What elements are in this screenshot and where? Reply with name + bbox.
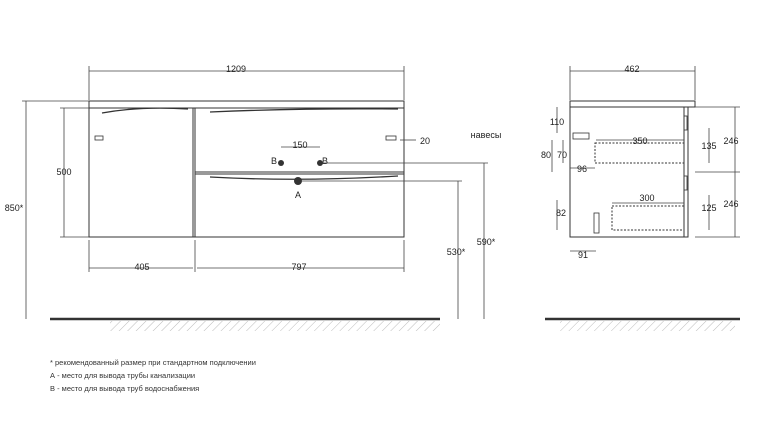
handle-bottom-drawer [209, 175, 399, 180]
dim-125: 125 [701, 203, 716, 213]
front-view [88, 100, 405, 238]
handle-left [101, 107, 189, 114]
label-a: A [295, 190, 301, 200]
dim-246-top: 246 [723, 136, 738, 146]
pipe-point-a [294, 177, 302, 185]
side-countertop [569, 100, 696, 108]
dim-530: 530* [447, 247, 466, 257]
note-a: А - место для вывода трубы канализации [50, 371, 196, 380]
dim-70: 70 [557, 150, 567, 160]
side-body [569, 106, 689, 238]
side-dimensions [551, 66, 740, 252]
dim-590: 590* [477, 237, 496, 247]
front-dimensions [22, 66, 488, 319]
pipe-points [278, 160, 323, 185]
dim-462: 462 [624, 64, 639, 74]
dim-246-bottom: 246 [723, 199, 738, 209]
dim-91: 91 [578, 250, 588, 260]
dim-80: 80 [541, 150, 551, 160]
side-view [569, 100, 696, 238]
notes: * рекомендованный размер при стандартном… [50, 356, 256, 395]
side-bottom-drawer [611, 205, 685, 231]
handle-top-drawer [209, 108, 399, 113]
side-floor [545, 317, 740, 331]
note-recommended: * рекомендованный размер при стандартном… [50, 358, 256, 367]
pipe-point-b-right [317, 160, 323, 166]
note-b: В - место для вывода труб водоснабжения [50, 384, 200, 393]
hinge-label: навесы [471, 130, 502, 140]
side-top-drawer [594, 142, 685, 164]
label-b-left: B [271, 156, 277, 166]
front-floor [50, 317, 440, 331]
dim-150: 150 [292, 140, 307, 150]
dim-300: 300 [639, 193, 654, 203]
label-b-right: B [322, 156, 328, 166]
dim-797: 797 [291, 262, 306, 272]
dim-82: 82 [556, 208, 566, 218]
countertop [88, 100, 405, 109]
dim-135: 135 [701, 141, 716, 151]
dim-500: 500 [56, 167, 71, 177]
dim-850: 850* [5, 203, 24, 213]
dim-350: 350 [632, 136, 647, 146]
dim-405: 405 [134, 262, 149, 272]
dim-96: 96 [577, 164, 587, 174]
dim-110: 110 [550, 117, 564, 127]
dim-20: 20 [420, 136, 430, 146]
pipe-point-b-left [278, 160, 284, 166]
dim-1209: 1209 [226, 64, 246, 74]
